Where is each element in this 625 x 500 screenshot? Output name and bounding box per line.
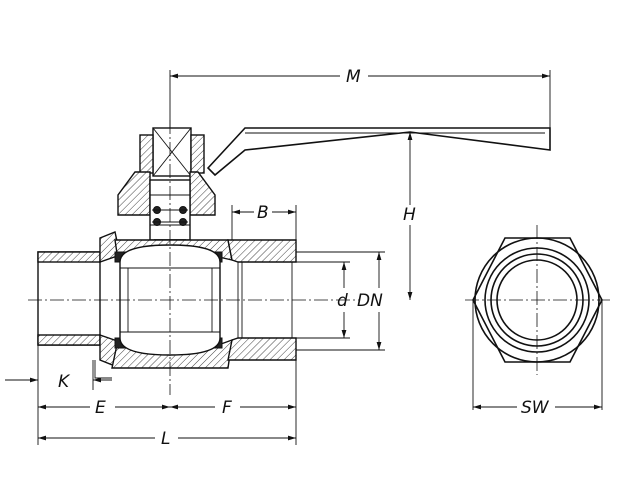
dim-H: H	[403, 132, 416, 300]
end-view-hex	[472, 237, 603, 410]
dim-label-B: B	[257, 203, 269, 223]
dim-M: M	[169, 67, 551, 128]
dim-SW: SW	[473, 398, 602, 418]
dim-label-DN: DN	[357, 291, 383, 311]
dim-label-L: L	[161, 429, 170, 449]
dim-E-F: E F	[37, 345, 297, 445]
stem-nut	[139, 127, 205, 177]
dim-label-SW: SW	[521, 398, 550, 418]
valve-handle	[206, 127, 551, 177]
dim-label-d: d	[337, 291, 348, 311]
bonnet	[117, 171, 216, 251]
dim-d-DN: d DN	[296, 251, 385, 351]
dim-label-E: E	[95, 398, 106, 418]
dim-L: L	[38, 429, 296, 449]
dim-label-K: K	[58, 372, 71, 392]
dim-B: B	[231, 203, 297, 240]
dim-label-F: F	[222, 398, 232, 418]
dim-label-M: M	[346, 67, 361, 87]
dim-label-H: H	[403, 205, 416, 225]
valve-body	[37, 231, 297, 379]
dim-K: K	[5, 360, 112, 392]
